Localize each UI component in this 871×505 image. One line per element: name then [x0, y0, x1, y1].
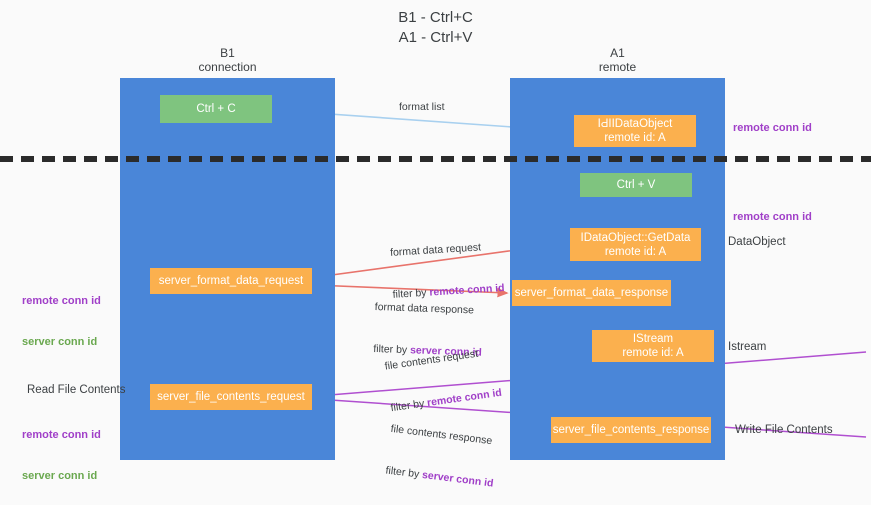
label-istream: Istream — [728, 341, 767, 353]
edge-label-file-contents-response: file contents response filter by server … — [383, 394, 503, 504]
edge-label-format-data-request-line1: format data request — [389, 241, 482, 259]
edge-label-file-contents-request-line1: file contents request — [384, 347, 479, 373]
lane-header-a1: A1 remote — [598, 46, 637, 74]
edge-label-file-contents-response-line1: file contents response — [390, 422, 493, 448]
node-server-format-data-response[interactable]: server_format_data_response — [512, 280, 671, 306]
label-left-conn-ids: remote conn id server conn id — [22, 268, 101, 363]
node-server-format-data-response-label: server_format_data_response — [514, 287, 669, 299]
node-server-file-contents-response[interactable]: server_file_contents_response — [551, 417, 711, 443]
dashed-separator — [0, 156, 871, 162]
label-left-remote-conn-id: remote conn id — [22, 295, 101, 307]
node-idataobject-line1: ӀԀӀIDataObject — [597, 118, 673, 130]
label-read-file-contents: Read File Contents — [27, 384, 126, 396]
edge-label-format-list: format list — [399, 101, 445, 113]
label-write-file-contents: Write File Contents — [735, 424, 833, 436]
node-ctrl-v-label: Ctrl + V — [616, 179, 656, 191]
node-server-file-contents-response-label: server_file_contents_response — [552, 424, 710, 436]
label-left-conn-ids-2: remote conn id server conn id — [22, 402, 101, 497]
node-ctrl-c-label: Ctrl + C — [196, 103, 236, 115]
node-server-format-data-request[interactable]: server_format_data_request — [150, 268, 312, 294]
node-server-format-data-request-label: server_format_data_request — [158, 275, 304, 287]
node-istream[interactable]: IStream remote id: A — [592, 330, 714, 362]
node-server-file-contents-request[interactable]: server_file_contents_request — [150, 384, 312, 410]
node-istream-line1: IStream — [632, 333, 674, 345]
node-idataobject-line2: remote id: A — [604, 132, 666, 144]
node-getdata-line2: remote id: A — [604, 245, 667, 258]
page-title: B1 - Ctrl+C A1 - Ctrl+V — [398, 9, 473, 46]
node-ctrl-v[interactable]: Ctrl + V — [580, 173, 692, 197]
node-server-file-contents-request-label: server_file_contents_request — [157, 391, 305, 403]
label-left-remote-conn-id-2: remote conn id — [22, 429, 101, 441]
label-left-server-conn-id-2: server conn id — [22, 469, 98, 482]
label-remote-conn-id-top: remote conn id — [733, 122, 812, 134]
label-dataobject: DataObject — [728, 236, 786, 248]
filter-key-server-conn-id: server conn id — [421, 468, 495, 490]
node-idataobject-getdata[interactable]: IDataObject::GetData remote id: A — [570, 228, 701, 261]
arrow-format-data-response — [313, 284, 509, 298]
node-ctrl-c[interactable]: Ctrl + C — [160, 95, 272, 123]
node-istream-line2: remote id: A — [622, 347, 684, 359]
edge-label-file-contents-response-line2: filter by server conn id — [385, 463, 494, 490]
edge-label-format-data-response-line1: format data response — [374, 300, 475, 317]
node-idataobject[interactable]: ӀԀӀIDataObject remote id: A — [574, 115, 696, 147]
label-remote-conn-id-mid: remote conn id — [733, 211, 812, 223]
lane-header-b1: B1 connection — [198, 46, 257, 74]
node-getdata-line1: IDataObject::GetData — [580, 231, 691, 244]
label-left-server-conn-id: server conn id — [22, 335, 98, 348]
